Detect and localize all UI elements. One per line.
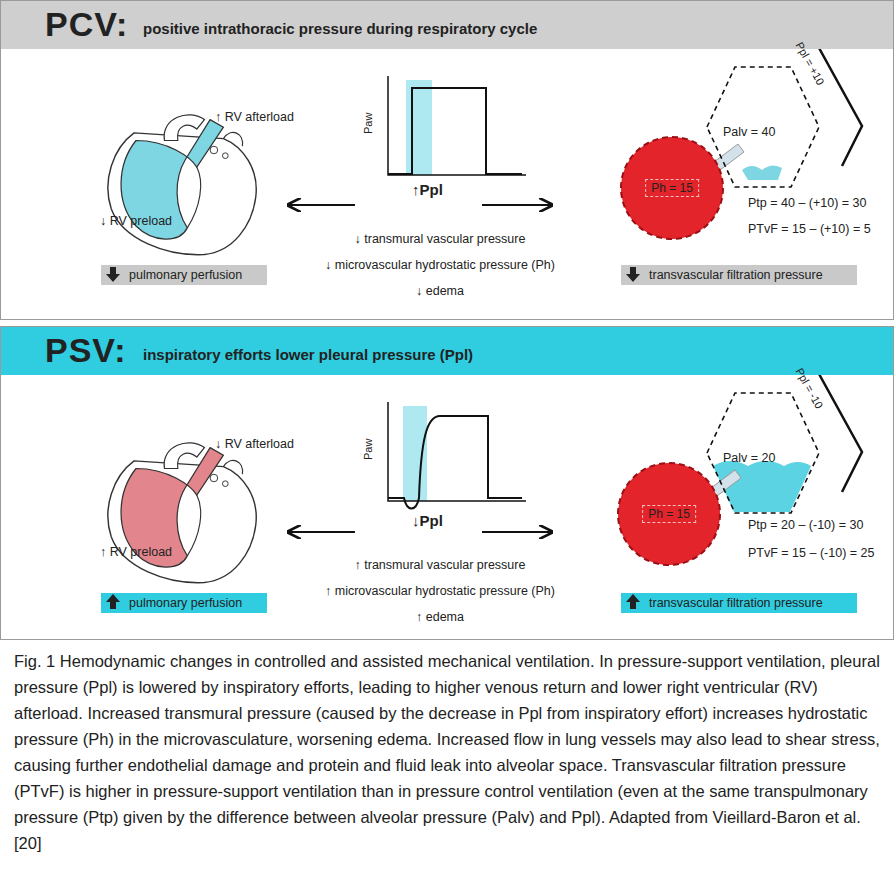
alveolus-hexagon: Palv = 40 <box>703 61 823 189</box>
panel-subtitle: positive intrathoracic pressure during r… <box>143 20 537 37</box>
annotation-label: ↓ RV afterload <box>215 437 294 451</box>
capillary-circle: Ph = 15 <box>619 135 725 241</box>
heart-outline <box>108 461 256 583</box>
down-arrow-symbol <box>106 267 120 282</box>
annotation-label: ↑ RV preload <box>100 545 172 559</box>
septum <box>187 495 200 556</box>
capillary-shape <box>621 137 723 239</box>
annotation-label: ↑ microvascular hydrostatic pressure (Ph… <box>325 584 555 598</box>
annotation-label: ↑ RV afterload <box>215 110 294 124</box>
waveform-axes <box>388 76 526 175</box>
inspiration-highlight <box>403 406 427 501</box>
vessel-ring <box>222 153 228 159</box>
panel-heading: PSV: <box>45 331 126 370</box>
annotation-label: Ptp = 20 – (-10) = 30 <box>748 518 863 532</box>
alveolus-hexagon: Palv = 20 <box>703 387 823 515</box>
node-text: pulmonary perfusion <box>129 596 242 610</box>
annotation-label: ↑Ppl <box>412 181 443 198</box>
annotation-label: ↑ edema <box>416 610 464 624</box>
node-text: transvascular filtration pressure <box>649 268 823 282</box>
vessel-ring <box>222 481 228 487</box>
node-text: Palv = 40 <box>723 125 775 139</box>
aorta <box>164 443 204 469</box>
up-arrow-symbol <box>106 594 120 609</box>
annotation-label: Paw <box>362 113 374 134</box>
figure-caption: Fig. 1 Hemodynamic changes in controlled… <box>14 648 886 856</box>
node-text: pulmonary perfusion <box>129 268 242 282</box>
capillary-shape <box>618 463 720 565</box>
inspiration-highlight <box>406 80 432 175</box>
header-band: PCV: positive intrathoracic pressure duri… <box>1 1 893 49</box>
annotation-label: ↓Ppl <box>412 512 443 529</box>
left-atrium <box>223 460 242 474</box>
panel-subtitle: inspiratory efforts lower pleural pressu… <box>143 346 473 363</box>
pcv-panel: PCV: positive intrathoracic pressure duri… <box>0 0 894 320</box>
alveolar-fluid <box>742 165 782 180</box>
effect-tag: transvascular filtration pressure <box>621 593 857 613</box>
header-band: PSV: inspiratory efforts lower pleural pr… <box>1 327 893 375</box>
heart-outline <box>108 133 256 255</box>
node-text: Palv = 20 <box>723 451 775 465</box>
effect-tag: transvascular filtration pressure <box>621 265 857 285</box>
annotation-label: ↑ transmural vascular pressure <box>355 558 526 572</box>
annotation-label: Paw <box>362 439 374 460</box>
waveform-axes <box>388 402 526 501</box>
effect-tag: pulmonary perfusion <box>101 265 267 285</box>
annotation-label: ↓ transmural vascular pressure <box>355 232 526 246</box>
capillary-circle: Ph = 15 <box>616 461 722 567</box>
alveolar-fluid <box>713 461 811 512</box>
effect-tag: pulmonary perfusion <box>101 593 267 613</box>
alveolus-shape <box>707 67 819 187</box>
vessel-ring <box>210 474 218 482</box>
annotation-label: ↓ edema <box>416 284 464 298</box>
capillary-tube <box>714 144 744 170</box>
panel-heading: PCV: <box>45 5 128 44</box>
node-text: Ph = 15 <box>645 179 699 197</box>
node-text: Ph = 15 <box>642 505 696 523</box>
up-arrow-symbol <box>626 594 640 609</box>
left-atrium <box>223 132 242 146</box>
heart-drawing <box>108 443 256 583</box>
septum <box>187 167 200 228</box>
down-arrow-symbol <box>626 267 640 282</box>
pressure-waveform <box>388 88 522 174</box>
annotation-label: Ptp = 40 – (+10) = 30 <box>748 196 867 210</box>
vessel-ring <box>210 146 218 154</box>
node-text: transvascular filtration pressure <box>649 596 823 610</box>
annotation-label: ↓ microvascular hydrostatic pressure (Ph… <box>325 258 555 272</box>
aorta <box>164 115 204 141</box>
effect-arrow <box>482 204 552 206</box>
effect-arrow <box>288 531 355 533</box>
annotation-label: ↓ RV preload <box>100 214 172 228</box>
annotation-label: PTvF = 15 – (-10) = 25 <box>748 546 874 560</box>
pcv-illustration <box>108 28 862 255</box>
heart-drawing <box>108 115 256 255</box>
pressure-waveform <box>388 416 522 509</box>
alveolus-shape <box>707 393 819 513</box>
effect-arrow <box>482 531 552 533</box>
annotation-label: PTvF = 15 – (+10) = 5 <box>748 222 871 236</box>
effect-arrow <box>288 204 355 206</box>
